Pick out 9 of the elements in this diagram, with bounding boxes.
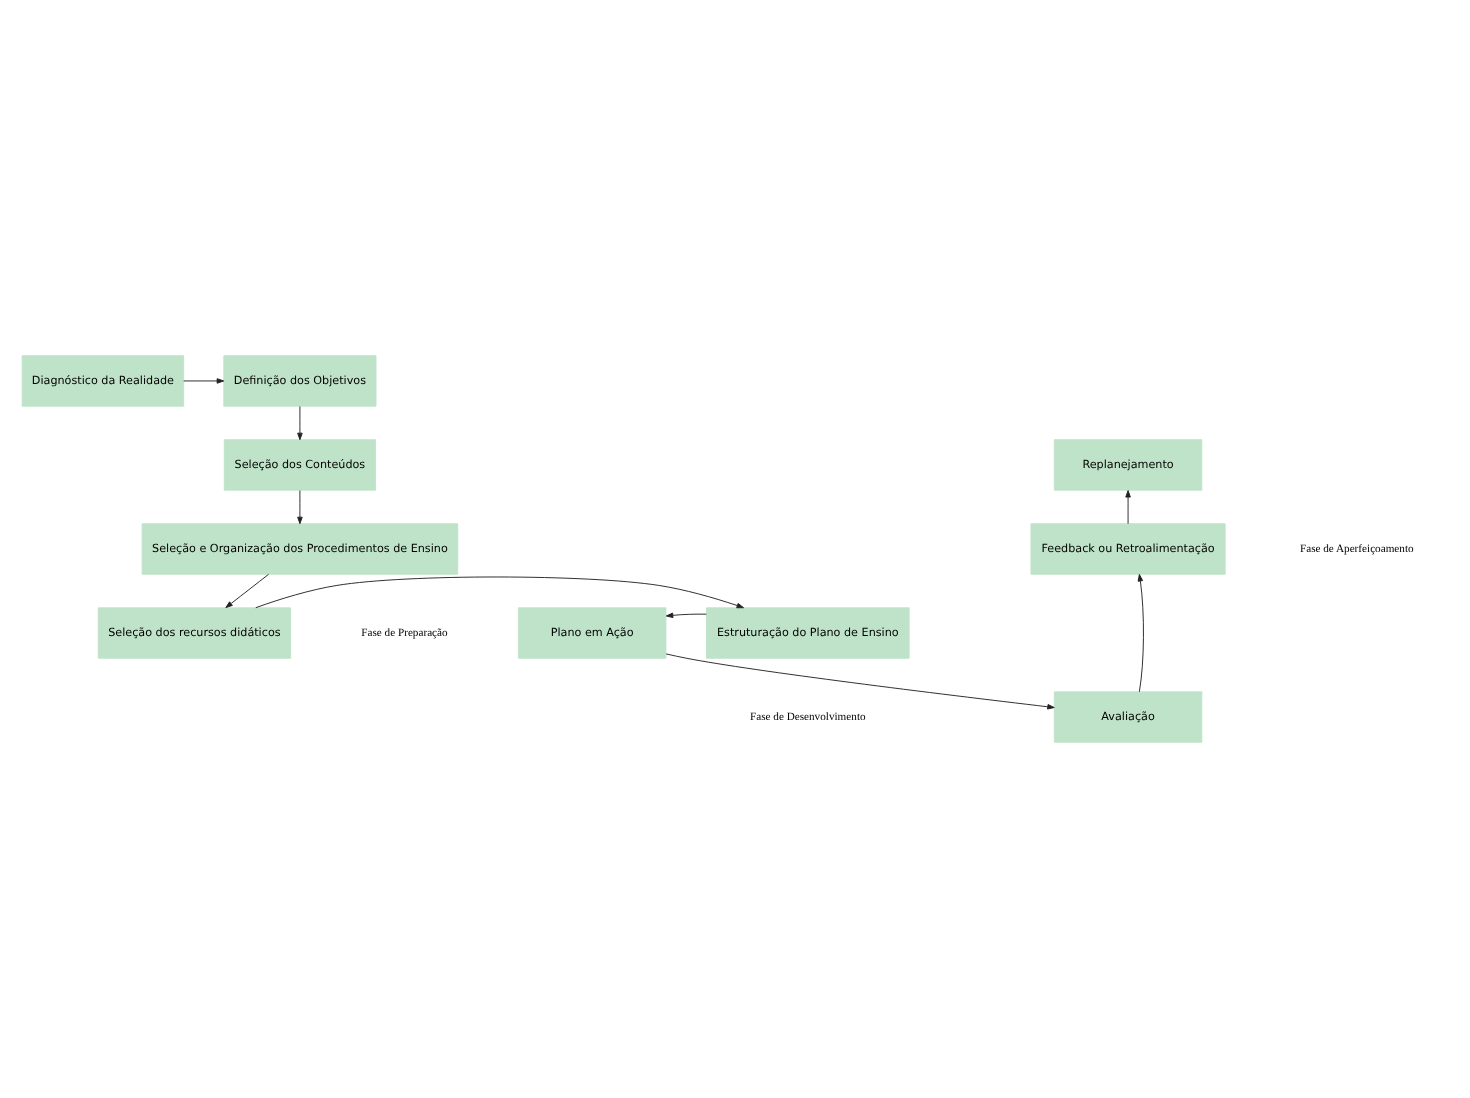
arrow xyxy=(183,378,225,384)
arrow xyxy=(665,653,1055,710)
arrow xyxy=(297,406,303,441)
arrow xyxy=(665,612,707,619)
arrow xyxy=(225,573,269,609)
arrow xyxy=(1137,574,1144,693)
arrow xyxy=(1125,490,1131,525)
arrow xyxy=(297,490,303,525)
arrow xyxy=(255,576,745,609)
